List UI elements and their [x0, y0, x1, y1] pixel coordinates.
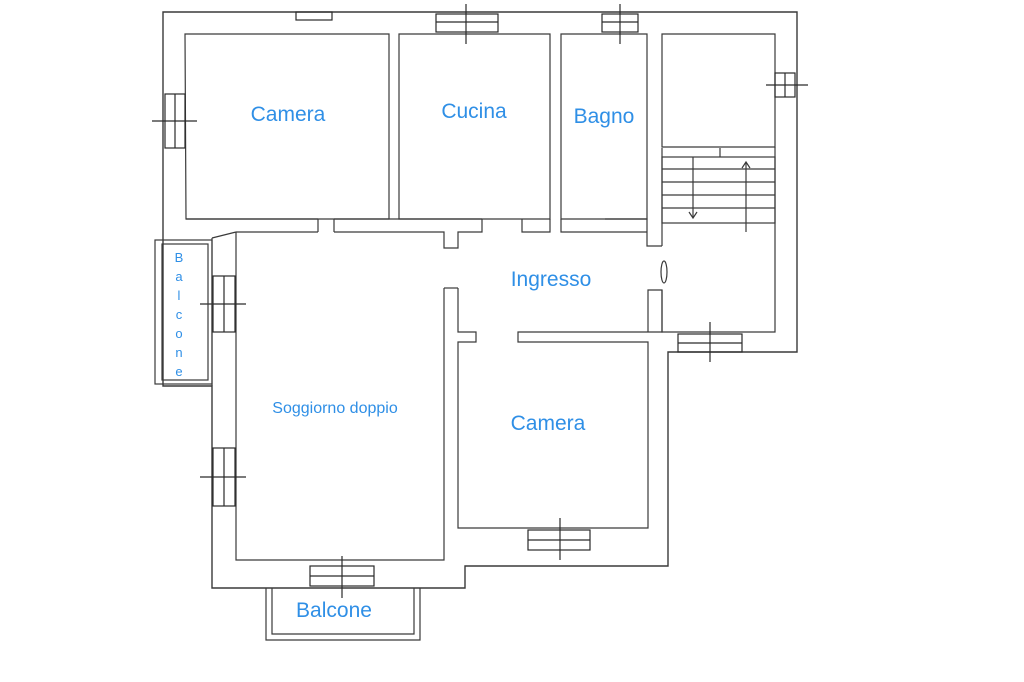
room-label-bagno: Bagno [574, 105, 635, 128]
balcone-side-letter: n [175, 345, 182, 360]
staircase [661, 148, 776, 232]
room-label-balcone-bottom: Balcone [296, 599, 372, 622]
outer-walls [162, 11, 798, 589]
room-label-camera-top: Camera [251, 103, 326, 126]
room-label-cucina: Cucina [441, 100, 507, 123]
inner-walls [186, 147, 776, 561]
room-label-balcone-side: B a l c o n e [175, 250, 184, 379]
balcone-side-letter: c [176, 307, 183, 322]
room-label-ingresso: Ingresso [511, 268, 592, 291]
balcone-side-letter: l [178, 288, 181, 303]
balcone-side-letter: a [175, 269, 183, 284]
room-label-soggiorno: Soggiorno doppio [272, 400, 398, 417]
windows [152, 4, 808, 598]
balconies [154, 239, 421, 641]
door-symbol [660, 260, 668, 284]
balcone-side-letter: e [175, 364, 182, 379]
balcone-side-letter: B [175, 250, 184, 265]
balcone-side-letter: o [175, 326, 182, 341]
room-label-camera-bottom: Camera [511, 412, 586, 435]
